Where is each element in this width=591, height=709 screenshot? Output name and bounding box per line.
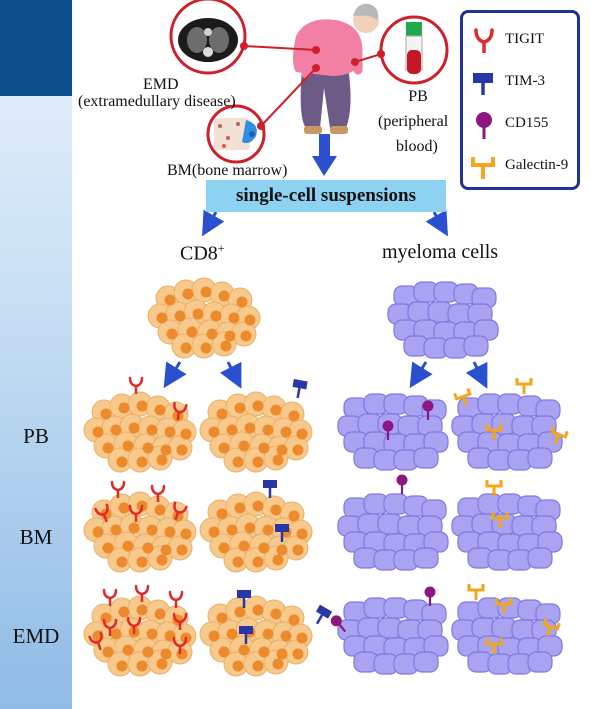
myeloma-arrow-right (465, 361, 488, 389)
galectin9-receptor (542, 617, 561, 637)
cell-clusters (83, 277, 563, 677)
galectin9-icon (471, 157, 495, 179)
main-down-arrow (312, 134, 337, 176)
tim3-receptor (239, 626, 253, 644)
tigit-receptor (128, 376, 144, 394)
myeloma-cd155-cluster-emd (337, 597, 449, 675)
cd8-arrow-left (163, 361, 187, 389)
column-title-cd8: CD8+ (180, 241, 225, 266)
galectin9-receptor (550, 425, 569, 445)
ct-scan-icon (169, 0, 247, 75)
cd8-tigit-cluster-bm (83, 491, 197, 573)
galectin9-receptor (495, 598, 513, 614)
cd155-receptor (382, 420, 394, 440)
cd8-arrow-right (219, 361, 242, 389)
legend-label-galectin9: Galectin-9 (505, 157, 569, 173)
cd155-icon (476, 112, 492, 139)
tigit-receptor (173, 501, 188, 521)
legend-item-tim3: TIM-3 (467, 65, 579, 99)
bm-label: BM(bone marrow) (167, 162, 288, 179)
connector-lines (240, 42, 385, 130)
tigit-receptor (110, 480, 126, 498)
cd155-receptor (330, 615, 347, 633)
row-label-pb: PB (23, 424, 49, 448)
tim3-receptor (237, 590, 251, 608)
legend-label-tigit: TIGIT (505, 31, 545, 47)
split-arrow-left (202, 209, 225, 237)
tim3-icon (473, 73, 493, 95)
split-arrow-right (425, 209, 448, 237)
left-sidebar: PB BM EMD (0, 0, 72, 709)
galectin9-receptor (453, 387, 472, 407)
tim3-receptor (275, 524, 289, 542)
galectin9-receptor (491, 512, 509, 528)
tigit-icon (474, 28, 494, 53)
column-title-myeloma: myeloma cells (382, 241, 499, 263)
tigit-receptor (134, 584, 150, 602)
row-label-emd: EMD (12, 624, 60, 648)
myeloma-cd155-cluster-pb (337, 393, 449, 471)
tigit-receptor (173, 401, 188, 421)
galectin9-receptor (467, 584, 485, 600)
tigit-receptor (94, 503, 109, 523)
legend-label-cd155: CD155 (505, 115, 549, 131)
myeloma-cd155-cluster-bm (337, 493, 449, 571)
galectin9-receptor (515, 378, 533, 394)
cd155-receptor (422, 400, 434, 420)
cd8-tim3-cluster-emd (199, 595, 313, 677)
blood-tube-icon (379, 15, 449, 85)
cd8-source-cluster (147, 277, 261, 359)
cd8-tigit-cluster-pb (83, 391, 197, 473)
galectin9-receptor (485, 424, 503, 440)
tim3-receptor (292, 379, 308, 399)
tigit-receptor (150, 484, 166, 502)
sidebar-header-block (0, 0, 72, 96)
tigit-receptor (126, 616, 142, 634)
receptors (88, 376, 569, 654)
legend-label-tim3: TIM-3 (505, 73, 545, 89)
pb-label: PB (408, 88, 428, 105)
patient-figure (293, 3, 379, 134)
tigit-receptor (172, 612, 188, 630)
tim3-receptor (263, 480, 277, 498)
tigit-receptor (88, 631, 103, 651)
tigit-receptor (172, 636, 188, 654)
galectin9-receptor (485, 638, 503, 654)
tigit-receptor (168, 590, 184, 608)
tigit-receptor (128, 504, 144, 522)
myeloma-galectin9-cluster-pb (451, 393, 563, 471)
row-label-bm: BM (19, 525, 53, 549)
pb-sublabel-2: blood) (396, 138, 438, 155)
cd8-superscript: + (217, 241, 225, 255)
myeloma-galectin9-cluster-emd (451, 597, 563, 675)
legend-box: TIGIT TIM-3 CD155 Galectin-9 (460, 10, 580, 190)
tigit-receptor (102, 618, 118, 636)
bone-marrow-icon (206, 104, 266, 164)
galectin9-receptor (485, 480, 503, 496)
legend-item-tigit: TIGIT (467, 23, 579, 57)
cd8-text: CD8 (180, 242, 218, 265)
tim3-receptor (315, 604, 333, 625)
cd155-receptor (396, 474, 408, 494)
emd-sublabel: (extramedullary disease) (78, 93, 236, 110)
cd155-receptor (424, 586, 436, 606)
myeloma-galectin9-cluster-bm (451, 493, 563, 571)
legend-item-cd155: CD155 (467, 107, 579, 141)
myeloma-source-cluster (387, 281, 499, 359)
cd8-tim3-cluster-pb (199, 391, 313, 473)
myeloma-arrow-left (409, 361, 433, 389)
legend-item-galectin9: Galectin-9 (467, 149, 579, 183)
emd-label: EMD (143, 76, 179, 93)
tigit-receptor (102, 588, 118, 606)
pb-sublabel-1: (peripheral (378, 113, 449, 130)
single-cell-banner: single-cell suspensions (206, 180, 446, 212)
cd8-tim3-cluster-bm (199, 491, 313, 573)
